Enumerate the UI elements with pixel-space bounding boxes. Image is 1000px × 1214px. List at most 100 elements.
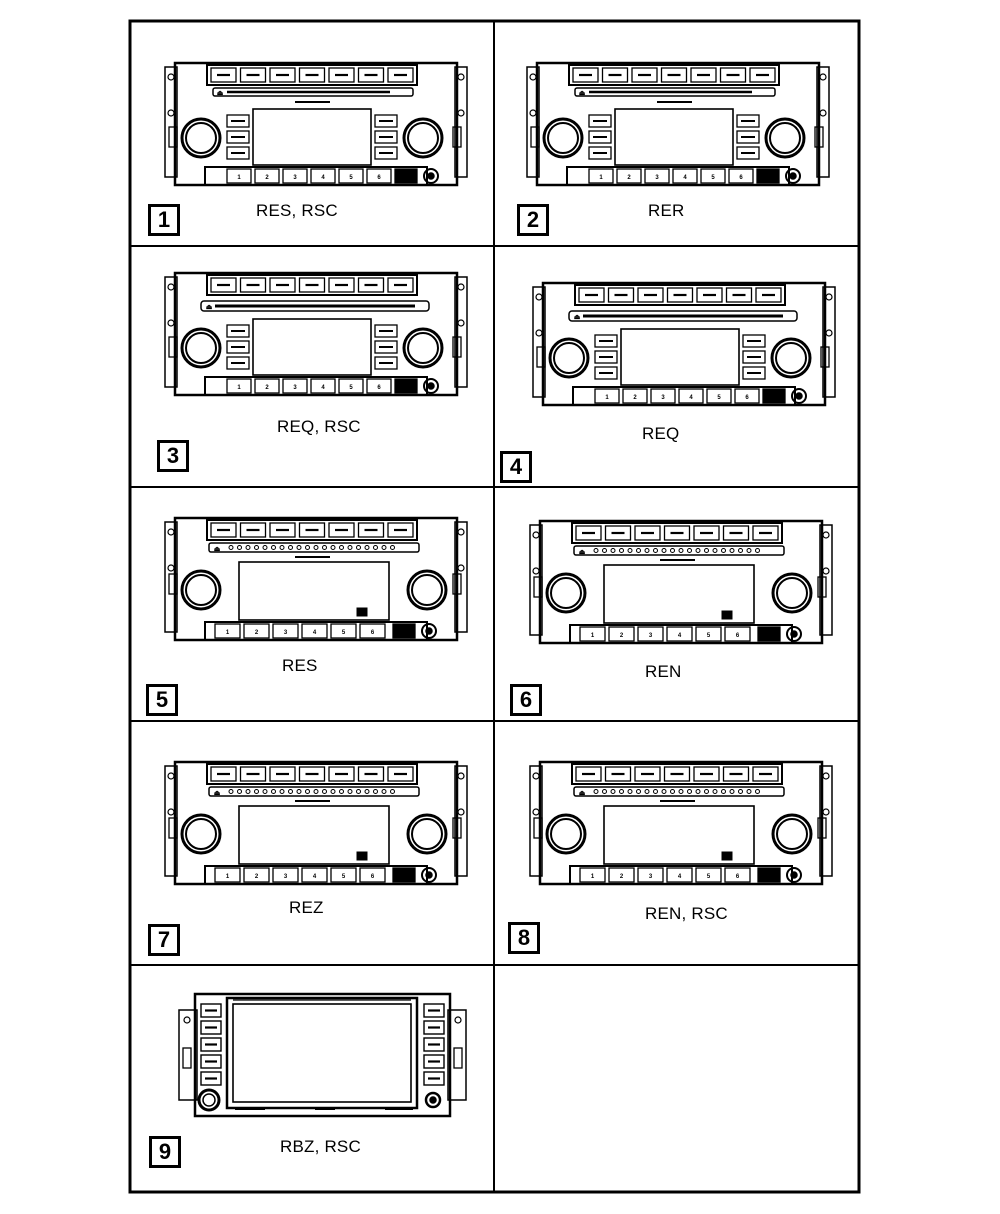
slot-dot: [279, 789, 285, 794]
preset-button: [214, 623, 241, 639]
tune-knob-inner: [776, 577, 808, 609]
slot-dot: [228, 789, 234, 794]
preset-label: 3: [293, 175, 297, 181]
preset-label: 6: [736, 874, 740, 880]
aux-jack-core: [429, 1096, 437, 1104]
mount-hole: [457, 528, 465, 536]
preset-label: 4: [678, 874, 682, 880]
right-screen-button: [423, 1071, 445, 1086]
tune-knob: [406, 813, 448, 855]
preset-button: [366, 168, 392, 184]
slot-dot: [237, 545, 242, 550]
preset-button: [282, 168, 308, 184]
preset-label: 5: [349, 175, 353, 181]
top-function-button: [328, 766, 355, 782]
preset-button: [616, 168, 642, 184]
tune-knob: [771, 813, 813, 855]
slot-dot: [746, 789, 752, 794]
preset-row: [572, 386, 796, 406]
right-side-button: [742, 350, 766, 364]
preset-button: [672, 168, 698, 184]
right-side-button: [742, 366, 766, 380]
slot-dot: [644, 548, 650, 553]
mount-hole: [822, 772, 830, 780]
side-slot-left: [182, 1047, 192, 1069]
top-function-button: [328, 277, 355, 293]
preset-label: 3: [293, 385, 297, 391]
volume-knob-inner: [202, 1093, 216, 1107]
display-indicator: [356, 851, 368, 861]
slot-dot: [271, 545, 276, 550]
slot-dot: [619, 789, 624, 794]
aux-jack-core: [790, 630, 798, 638]
aux-jack-core: [425, 627, 433, 635]
preset-label: 5: [711, 175, 715, 181]
slot-dot: [704, 789, 709, 794]
preset-button: [272, 623, 299, 639]
left-screen-button: [200, 1003, 222, 1018]
top-function-button: [578, 287, 605, 303]
top-function-button: [269, 766, 296, 782]
preset-label: 4: [313, 630, 317, 636]
slot-dot: [627, 789, 633, 794]
preset-label: 6: [745, 395, 749, 401]
aux-jack: [421, 623, 437, 639]
volume-knob-inner: [185, 574, 217, 606]
aux-jack: [785, 168, 801, 184]
mount-hole: [457, 283, 465, 291]
preset-button: [734, 388, 760, 404]
preset-label: 3: [655, 175, 659, 181]
top-function-button: [210, 766, 237, 782]
top-function-button: [604, 766, 632, 782]
volume-knob: [545, 813, 587, 855]
preset-button: [724, 867, 751, 883]
preset-button: [644, 168, 670, 184]
callout-number: 3: [157, 440, 189, 472]
slot-dot: [644, 789, 650, 794]
left-side-button: [226, 356, 250, 370]
callout-number: 1: [148, 204, 180, 236]
volume-knob-inner: [185, 332, 217, 364]
preset-label: 2: [627, 175, 631, 181]
slot-dot: [661, 789, 667, 794]
top-function-button: [755, 287, 782, 303]
slot-dot: [262, 789, 268, 794]
slot-dot: [636, 548, 641, 553]
top-function-button: [269, 67, 296, 83]
slot-dot: [678, 548, 684, 553]
preset-button: [330, 623, 357, 639]
top-function-button: [387, 766, 414, 782]
slot-dot: [755, 548, 760, 553]
slot-dot: [339, 545, 344, 550]
slot-dot: [364, 789, 370, 794]
side-slot-right: [452, 336, 462, 358]
left-side-button: [594, 350, 618, 364]
cell-label: RBZ, RSC: [280, 1137, 361, 1156]
slot-dot: [339, 789, 344, 794]
aux-jack-core: [790, 871, 798, 879]
top-function-button: [357, 766, 385, 782]
preset-button: [254, 168, 280, 184]
right-mount-bracket: [454, 765, 468, 877]
left-side-button: [588, 146, 612, 160]
aux-jack: [424, 1091, 442, 1109]
slot-dot: [390, 789, 395, 794]
tune-knob: [770, 337, 812, 379]
aux-jack-core: [795, 392, 803, 400]
right-mount-bracket: [454, 66, 468, 178]
slot-dot: [670, 548, 675, 553]
slot-dot: [254, 545, 259, 550]
cd-slot-bezel: [573, 545, 785, 556]
slot-dot: [390, 545, 395, 550]
top-function-button: [357, 67, 385, 83]
right-mount-bracket: [816, 66, 830, 178]
touchscreen-bezel: [225, 996, 419, 1110]
preset-label: 2: [255, 630, 259, 636]
preset-label: 5: [707, 633, 711, 639]
slot-dot: [729, 789, 735, 794]
preset-label: 1: [599, 175, 603, 181]
display-window: [252, 108, 372, 166]
